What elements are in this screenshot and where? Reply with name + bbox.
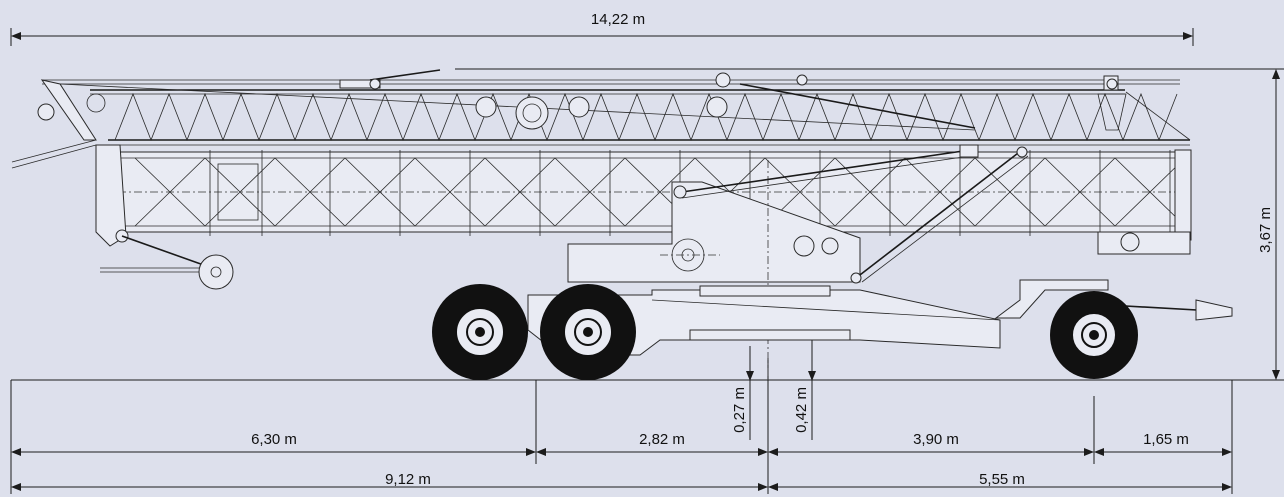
front-section-label: 5,55 m <box>979 471 1025 488</box>
dimension-lines <box>10 28 1284 494</box>
overall-length-label: 14,22 m <box>591 11 645 28</box>
rear-section-label: 9,12 m <box>385 471 431 488</box>
turntable-assembly <box>567 144 1029 380</box>
rear-wheel-1 <box>432 284 528 380</box>
rear-overhang-label: 6,30 m <box>251 431 297 448</box>
overall-height-label: 3,67 m <box>1257 207 1274 253</box>
front-strut <box>855 149 1023 279</box>
luffing-brace <box>681 149 971 193</box>
jib-lacing <box>114 92 1178 142</box>
clearance-front-label: 0,42 m <box>793 387 810 433</box>
pivot-to-front-axle-label: 3,90 m <box>913 431 959 448</box>
upper-jib-truss <box>11 69 1191 169</box>
clearance-rear-label: 0,27 m <box>731 387 748 433</box>
rear-wheel-2 <box>540 284 636 380</box>
lower-mast-section <box>95 144 1192 290</box>
front-wheel <box>1050 291 1138 379</box>
dimension-labels: 14,22 m 3,67 m 6,30 m 2,82 m 3,90 m 1,65… <box>251 11 1274 488</box>
front-overhang-label: 1,65 m <box>1143 431 1189 448</box>
axle-to-pivot-label: 2,82 m <box>639 431 685 448</box>
chassis <box>527 279 1233 356</box>
